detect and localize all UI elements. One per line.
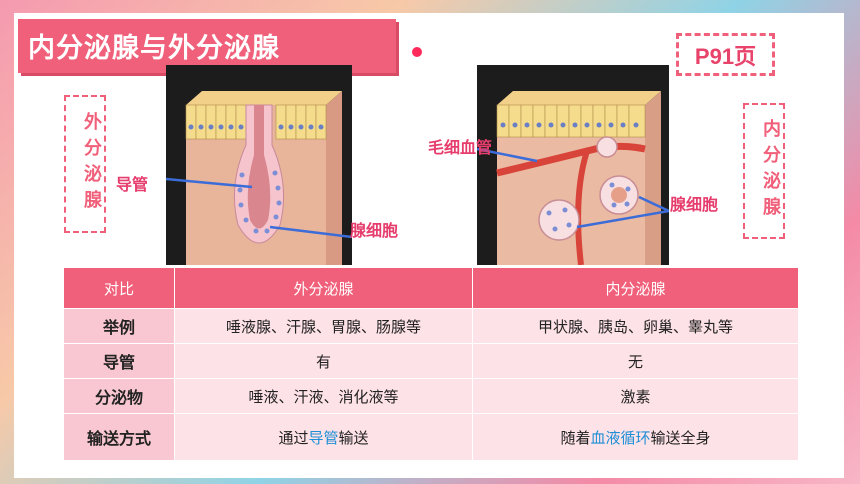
exocrine-gland-diagram	[166, 65, 352, 265]
slide: 内分泌腺与外分泌腺 P91页 外分泌腺 内分泌腺	[14, 13, 844, 478]
table-header-row: 对比 外分泌腺 内分泌腺	[63, 267, 799, 309]
decorative-dot	[412, 47, 422, 57]
row-header: 举例	[63, 308, 175, 344]
table-row: 分泌物 唾液、汗液、消化液等 激素	[63, 378, 799, 414]
highlight-text: 血液循环	[590, 428, 651, 447]
cell-text: 输送全身	[650, 428, 711, 447]
cell-text: 输送	[338, 428, 369, 447]
gland-cell-label-left: 腺细胞	[350, 221, 399, 240]
endocrine-side-label: 内分泌腺	[743, 103, 785, 239]
table-header-cell: 对比	[63, 267, 175, 309]
table-row: 导管 有 无	[63, 343, 799, 379]
duct-label: 导管	[116, 175, 149, 194]
highlight-text: 导管	[308, 428, 339, 447]
cell-text: 通过	[278, 428, 309, 447]
table-row: 举例 唾液腺、汗腺、胃腺、肠腺等 甲状腺、胰岛、卵巢、睾丸等	[63, 308, 799, 344]
table-cell: 通过导管输送	[174, 413, 473, 461]
table-cell: 有	[174, 343, 473, 379]
comparison-table: 对比 外分泌腺 内分泌腺 举例 唾液腺、汗腺、胃腺、肠腺等 甲状腺、胰岛、卵巢、…	[63, 267, 799, 461]
table-cell: 唾液、汗液、消化液等	[174, 378, 473, 414]
gland-cell-label-right: 腺细胞	[670, 195, 719, 214]
page-title: 内分泌腺与外分泌腺	[28, 33, 280, 64]
exocrine-side-label: 外分泌腺	[64, 95, 106, 233]
table-cell: 唾液腺、汗腺、胃腺、肠腺等	[174, 308, 473, 344]
title-bar: 内分泌腺与外分泌腺	[18, 19, 396, 73]
table-row: 输送方式 通过导管输送 随着血液循环输送全身	[63, 413, 799, 461]
table-cell: 甲状腺、胰岛、卵巢、睾丸等	[472, 308, 799, 344]
row-header: 分泌物	[63, 378, 175, 414]
row-header: 输送方式	[63, 413, 175, 461]
page-reference-badge: P91页	[676, 33, 775, 76]
endocrine-gland-diagram	[477, 65, 669, 265]
table-cell: 激素	[472, 378, 799, 414]
table-cell: 无	[472, 343, 799, 379]
row-header: 导管	[63, 343, 175, 379]
table-header-cell: 外分泌腺	[174, 267, 473, 309]
table-cell: 随着血液循环输送全身	[472, 413, 799, 461]
table-header-cell: 内分泌腺	[472, 267, 799, 309]
capillary-label: 毛细血管	[428, 138, 493, 157]
cell-text: 随着	[560, 428, 591, 447]
